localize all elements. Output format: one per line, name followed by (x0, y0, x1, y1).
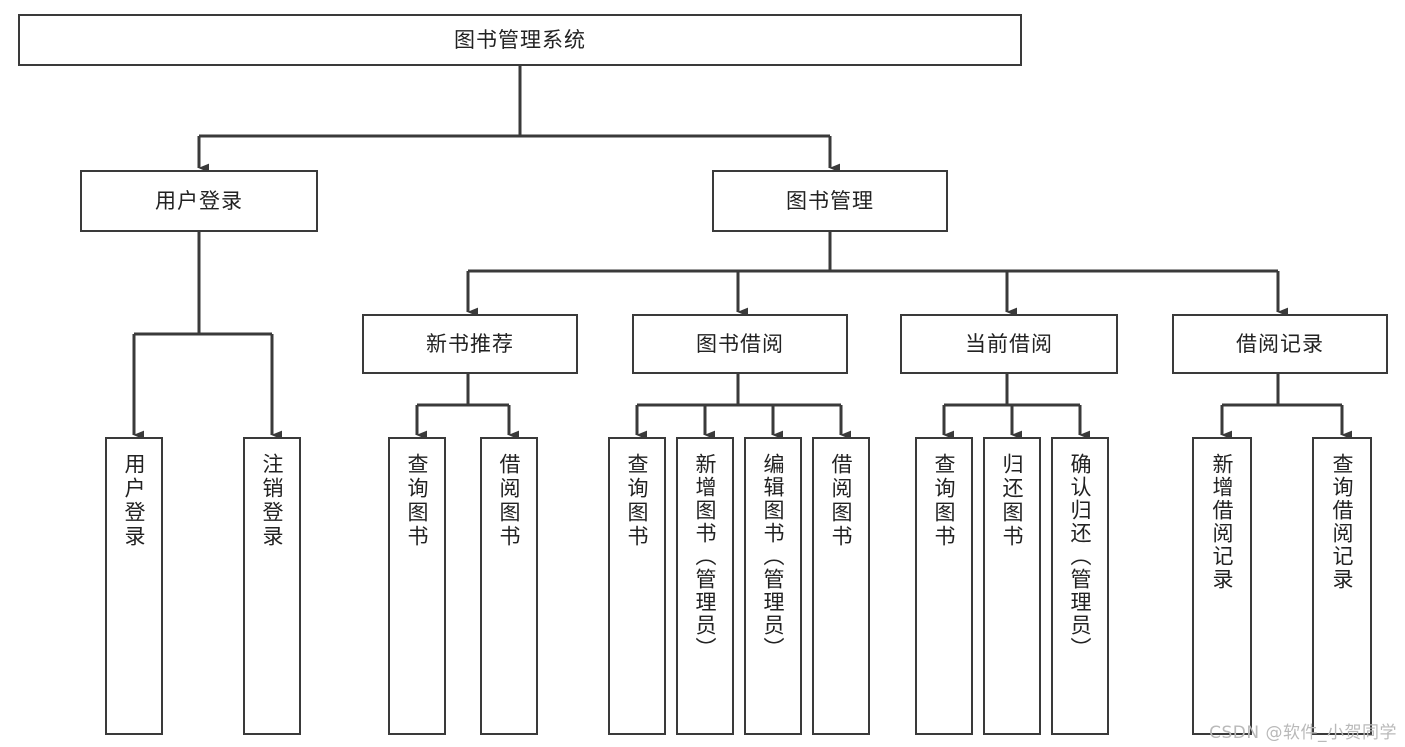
node-leaf-query-book-3-label: 查询图书 (932, 453, 957, 549)
node-new-book-recommend-label: 新书推荐 (426, 331, 514, 356)
node-borrow-record-label: 借阅记录 (1236, 331, 1324, 356)
watermark: CSDN @软件_小贺同学 (1209, 723, 1397, 743)
node-leaf-logout-label: 注销登录 (260, 453, 285, 549)
node-leaf-edit-book-label: 编辑图书（管理员） (761, 453, 786, 660)
node-root[interactable]: 图书管理系统 (18, 14, 1022, 66)
node-leaf-user-login-label: 用户登录 (122, 453, 147, 549)
node-leaf-query-book-2-label: 查询图书 (625, 453, 650, 549)
node-leaf-query-book-3[interactable]: 查询图书 (915, 437, 973, 735)
node-book-borrow[interactable]: 图书借阅 (632, 314, 848, 374)
node-leaf-borrow-book-1-label: 借阅图书 (497, 453, 522, 549)
node-leaf-add-book-label: 新增图书（管理员） (693, 453, 718, 660)
node-borrow-record[interactable]: 借阅记录 (1172, 314, 1388, 374)
node-leaf-add-record[interactable]: 新增借阅记录 (1192, 437, 1252, 735)
node-leaf-add-record-label: 新增借阅记录 (1210, 453, 1235, 591)
node-leaf-return-book-label: 归还图书 (1000, 453, 1025, 549)
node-leaf-query-record[interactable]: 查询借阅记录 (1312, 437, 1372, 735)
node-new-book-recommend[interactable]: 新书推荐 (362, 314, 578, 374)
node-current-borrow-label: 当前借阅 (965, 331, 1053, 356)
node-leaf-logout[interactable]: 注销登录 (243, 437, 301, 735)
node-leaf-borrow-book-2-label: 借阅图书 (829, 453, 854, 549)
node-leaf-add-book[interactable]: 新增图书（管理员） (676, 437, 734, 735)
node-user-login-label: 用户登录 (155, 188, 243, 213)
node-current-borrow[interactable]: 当前借阅 (900, 314, 1118, 374)
node-leaf-confirm-return-label: 确认归还（管理员） (1068, 453, 1093, 660)
node-leaf-borrow-book-2[interactable]: 借阅图书 (812, 437, 870, 735)
node-leaf-query-record-label: 查询借阅记录 (1330, 453, 1355, 591)
node-leaf-query-book-2[interactable]: 查询图书 (608, 437, 666, 735)
node-leaf-query-book-1[interactable]: 查询图书 (388, 437, 446, 735)
node-book-borrow-label: 图书借阅 (696, 331, 784, 356)
node-leaf-query-book-1-label: 查询图书 (405, 453, 430, 549)
node-leaf-user-login[interactable]: 用户登录 (105, 437, 163, 735)
node-book-management-label: 图书管理 (786, 188, 874, 213)
node-book-management[interactable]: 图书管理 (712, 170, 948, 232)
node-leaf-edit-book[interactable]: 编辑图书（管理员） (744, 437, 802, 735)
node-user-login[interactable]: 用户登录 (80, 170, 318, 232)
node-leaf-confirm-return[interactable]: 确认归还（管理员） (1051, 437, 1109, 735)
node-root-label: 图书管理系统 (454, 27, 586, 52)
node-leaf-borrow-book-1[interactable]: 借阅图书 (480, 437, 538, 735)
node-leaf-return-book[interactable]: 归还图书 (983, 437, 1041, 735)
